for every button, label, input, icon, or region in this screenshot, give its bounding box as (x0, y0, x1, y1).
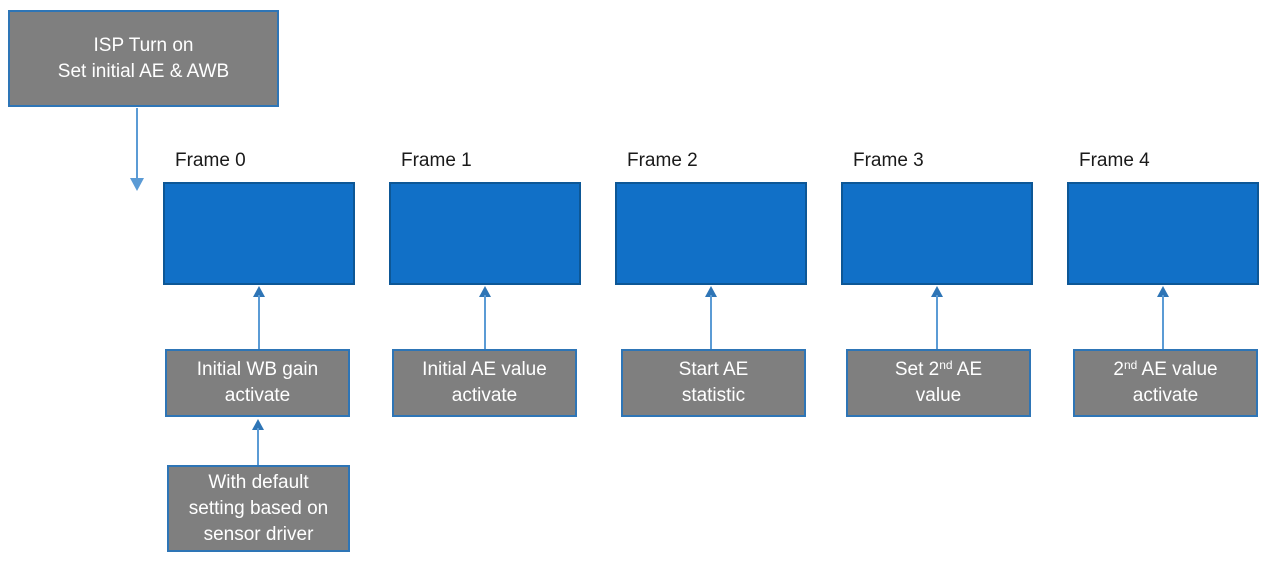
frame-4-arrow-up-icon (1157, 286, 1169, 297)
extra-note-text: With default setting based on sensor dri… (188, 471, 329, 545)
frame-1-label: Frame 1 (401, 150, 472, 171)
frame-4-arrow-line (1162, 295, 1164, 349)
frame-1-arrow-up-icon (479, 286, 491, 297)
frame-4-note-box: 2nd AE value activate (1073, 349, 1258, 417)
frame-2-arrow-line (710, 295, 712, 349)
frame-1-rect (389, 182, 581, 285)
frame-2-label: Frame 2 (627, 150, 698, 171)
isp-arrow-down-icon (130, 178, 144, 191)
frame-2-note-box: Start AE statistic (621, 349, 806, 417)
frame-0-rect (163, 182, 355, 285)
frame-2-rect (615, 182, 807, 285)
frame-0-arrow-line (258, 295, 260, 349)
isp-arrow-line (136, 108, 138, 179)
frame-3-note-text: Set 2nd AE value (894, 358, 983, 406)
frame-3-note-sup: nd (939, 358, 953, 372)
frame-0-label: Frame 0 (175, 150, 246, 171)
frame-2-note-text: Start AE statistic (678, 359, 749, 406)
frame-2-arrow-up-icon (705, 286, 717, 297)
frame-4-note-text: 2nd AE value activate (1113, 358, 1218, 406)
frame-4-note-sup: nd (1123, 358, 1138, 372)
extra-note-box: With default setting based on sensor dri… (167, 465, 350, 552)
frame-4-label: Frame 4 (1079, 150, 1150, 171)
frame-3-arrow-up-icon (931, 286, 943, 297)
extra-note-arrow-line (257, 428, 259, 465)
frame-1-note-text: Initial AE value activate (422, 359, 547, 406)
frame-0-note-box: Initial WB gain activate (165, 349, 350, 417)
frame-0-note-text: Initial WB gain activate (196, 359, 319, 406)
frame-1-note-box: Initial AE value activate (392, 349, 577, 417)
frame-3-arrow-line (936, 295, 938, 349)
isp-turn-on-box: ISP Turn on Set initial AE & AWB (8, 10, 279, 107)
frame-0-arrow-up-icon (253, 286, 265, 297)
isp-turn-on-text: ISP Turn on Set initial AE & AWB (57, 34, 230, 82)
frame-3-rect (841, 182, 1033, 285)
extra-note-arrow-up-icon (252, 419, 264, 430)
frame-3-label: Frame 3 (853, 150, 924, 171)
frame-1-arrow-line (484, 295, 486, 349)
frame-4-rect (1067, 182, 1259, 285)
frame-3-note-box: Set 2nd AE value (846, 349, 1031, 417)
